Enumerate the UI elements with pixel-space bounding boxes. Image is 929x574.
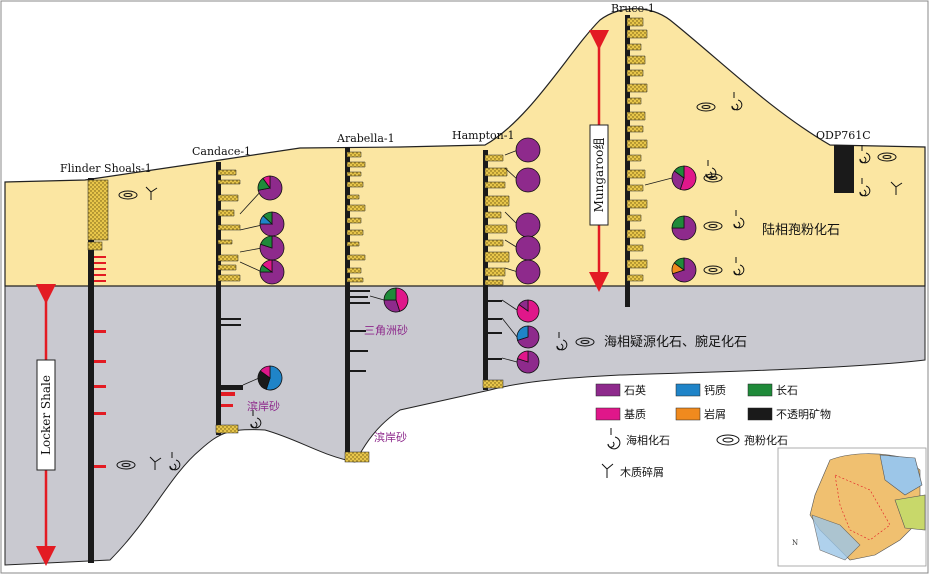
mungaroo-label: Mungaroo组 [592, 138, 606, 213]
well-label-flinder: Flinder Shoals-1 [60, 162, 152, 175]
composition-pie [515, 259, 541, 285]
pie-slice [515, 235, 541, 261]
pie-slice [673, 165, 685, 179]
composition-pie [259, 259, 285, 285]
composition-pie [516, 325, 540, 349]
pie-slice [262, 211, 273, 225]
pie-slice [261, 259, 273, 273]
pie-slice [515, 212, 541, 238]
legend-pollen-fossil: 孢粉化石 [744, 433, 788, 447]
well-bruce [625, 15, 648, 307]
well-label-bruce: Bruce-1 [611, 2, 655, 15]
composition-pie [515, 137, 541, 163]
wood-debris-icon [145, 181, 903, 478]
legend: 石英 钙质 长石 基质 岩屑 不透明矿物 海相化石 孢粉化石 木质碎屑 [595, 383, 831, 479]
well-flinder [87, 178, 109, 563]
lower-layer [4, 285, 926, 566]
pie-slice [516, 325, 529, 341]
legend-lithic: 岩屑 [704, 407, 726, 421]
pie-slice [515, 259, 541, 285]
terrestrial-label: 陆相孢粉化石 [762, 222, 840, 238]
well-arabella [344, 147, 370, 463]
marine-label: 海相疑源化石、腕足化石 [604, 334, 747, 350]
composition-pie [259, 235, 285, 261]
composition-pie [515, 212, 541, 238]
legend-calcareous: 钙质 [704, 383, 726, 397]
marine-fossil-icon [169, 92, 871, 471]
pie-slice [395, 287, 409, 312]
composition-pie [516, 350, 540, 374]
well-odp [834, 145, 854, 193]
locker-label: Locker Shale [39, 375, 53, 455]
well-label-hampton: Hampton-1 [452, 129, 514, 142]
inset-location-map: N [777, 447, 927, 567]
locker-label-box [36, 359, 56, 471]
pie-slice [259, 211, 285, 237]
composition-pie [515, 167, 541, 193]
shore-sand-label-1: 滨岸砂 [247, 399, 280, 413]
composition-pie [383, 287, 409, 313]
legend-swatch-feldspar [747, 383, 773, 397]
well-hampton [482, 150, 510, 390]
legend-swatch-matrix [595, 407, 621, 421]
composition-pie [257, 175, 283, 201]
pie-slice [671, 215, 685, 229]
svg-text:N: N [792, 539, 798, 547]
well-label-odp: ODP761C [816, 129, 871, 142]
legend-swatch-calcareous [675, 383, 701, 397]
pie-slice [259, 365, 271, 379]
legend-matrix: 基质 [624, 408, 646, 421]
legend-marine-fossil: 海相化石 [626, 433, 670, 447]
legend-swatch-opaque [747, 407, 773, 421]
pie-slice [259, 259, 285, 285]
well-label-candace: Candace-1 [192, 145, 251, 158]
composition-pie [671, 165, 697, 191]
composition-pie [671, 215, 697, 241]
delta-sand-label: 三角洲砂 [364, 324, 408, 337]
pie-slice [383, 287, 397, 301]
composition-pie [516, 299, 540, 323]
fossil-symbols [116, 92, 903, 478]
composition-pie [515, 235, 541, 261]
pie-charts [257, 137, 697, 391]
pollen-icon [116, 102, 897, 470]
pie-slice [518, 299, 529, 312]
legend-feldspar: 长石 [776, 384, 798, 397]
pie-slice [515, 167, 541, 193]
legend-swatch-quartz [595, 383, 621, 397]
legend-swatch-lithic [675, 407, 701, 421]
pie-slice [260, 235, 273, 249]
pie-slice [671, 215, 697, 241]
pie-connectors [239, 149, 673, 386]
composition-pie [259, 211, 285, 237]
pie-slice [517, 350, 529, 363]
composition-pie [671, 257, 697, 283]
shore-sand-label-2: 滨岸砂 [374, 430, 407, 444]
mungaroo-label-box [589, 124, 609, 226]
legend-quartz: 石英 [624, 383, 646, 397]
composition-pie [257, 365, 283, 391]
pie-slice [515, 137, 541, 163]
upper-layer [4, 8, 926, 287]
pie-slice [262, 175, 271, 190]
well-label-arabella: Arabella-1 [336, 132, 395, 145]
legend-wood-debris: 木质碎屑 [620, 465, 664, 479]
pie-slice [673, 257, 685, 271]
legend-opaque: 不透明矿物 [776, 407, 831, 421]
well-candace [215, 162, 243, 435]
